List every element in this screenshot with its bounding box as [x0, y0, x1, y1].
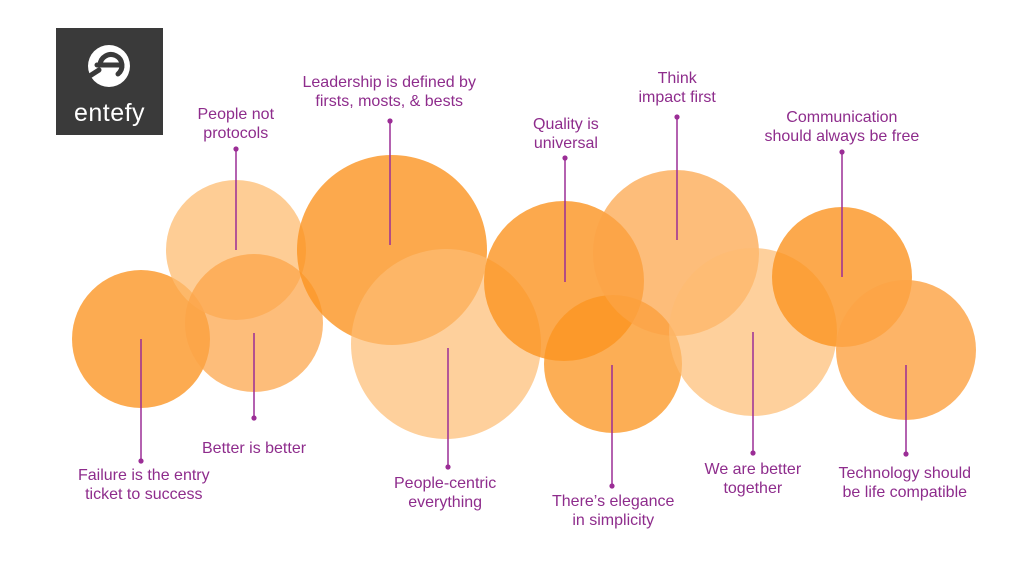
leader-dot-quality	[562, 155, 568, 161]
value-label-line: Failure is the entry	[78, 467, 210, 484]
leader-dot-people-centric	[445, 464, 451, 470]
value-label-line: should always be free	[764, 128, 920, 145]
value-label-line: Quality is	[533, 116, 599, 133]
value-label-elegance: There’s elegance in simplicity	[552, 492, 674, 530]
leader-dot-better	[251, 415, 257, 421]
leader-dot-communication	[839, 149, 845, 155]
value-label-line: Technology should	[838, 465, 972, 482]
value-label-line: Better is better	[202, 440, 307, 457]
value-label-better: Better is better	[202, 439, 306, 458]
value-label-line: everything	[408, 494, 483, 511]
value-label-line: Think	[657, 70, 697, 87]
leader-dot-elegance	[609, 483, 615, 489]
value-label-line: in simplicity	[572, 512, 655, 529]
leader-dot-impact	[674, 114, 680, 120]
value-label-line: impact first	[638, 89, 716, 106]
value-label-line: We are better	[704, 461, 802, 478]
entefy-e-icon	[82, 45, 130, 87]
value-label-line: ticket to success	[85, 486, 203, 503]
bubble-technology	[836, 280, 976, 420]
value-label-failure: Failure is the entry ticket to success	[78, 466, 210, 504]
value-label-communication: Communication should always be free	[765, 108, 920, 146]
value-label-technology: Technology should be life compatible	[839, 464, 972, 502]
value-label-line: People not	[197, 106, 275, 123]
leader-dot-people-not-protocols	[233, 146, 239, 152]
value-label-line: universal	[533, 135, 598, 152]
value-label-together: We are better together	[705, 460, 802, 498]
entefy-wordmark: entefy	[73, 99, 146, 127]
value-label-line: firsts, mosts, & bests	[315, 93, 464, 110]
value-label-leadership: Leadership is defined by firsts, mosts, &…	[303, 73, 476, 111]
value-label-line: be life compatible	[842, 484, 968, 501]
value-label-people-not-protocols: People not protocols	[198, 105, 275, 143]
value-label-impact: Think impact first	[639, 69, 716, 107]
value-label-line: There’s elegance	[552, 493, 675, 510]
value-label-line: Leadership is defined by	[302, 74, 476, 91]
leader-dot-failure	[138, 458, 144, 464]
value-label-line: protocols	[203, 125, 269, 142]
value-label-line: People-centric	[394, 475, 497, 492]
leader-dot-technology	[903, 451, 909, 457]
entefy-logo: entefy	[56, 28, 163, 135]
bubble-better	[185, 254, 323, 392]
value-label-line: Communication	[786, 109, 898, 126]
value-label-people-centric: People-centric everything	[394, 474, 496, 512]
leader-dot-leadership	[387, 118, 393, 124]
value-label-line: together	[723, 480, 783, 497]
leader-dot-together	[750, 450, 756, 456]
value-label-quality: Quality is universal	[533, 115, 599, 153]
